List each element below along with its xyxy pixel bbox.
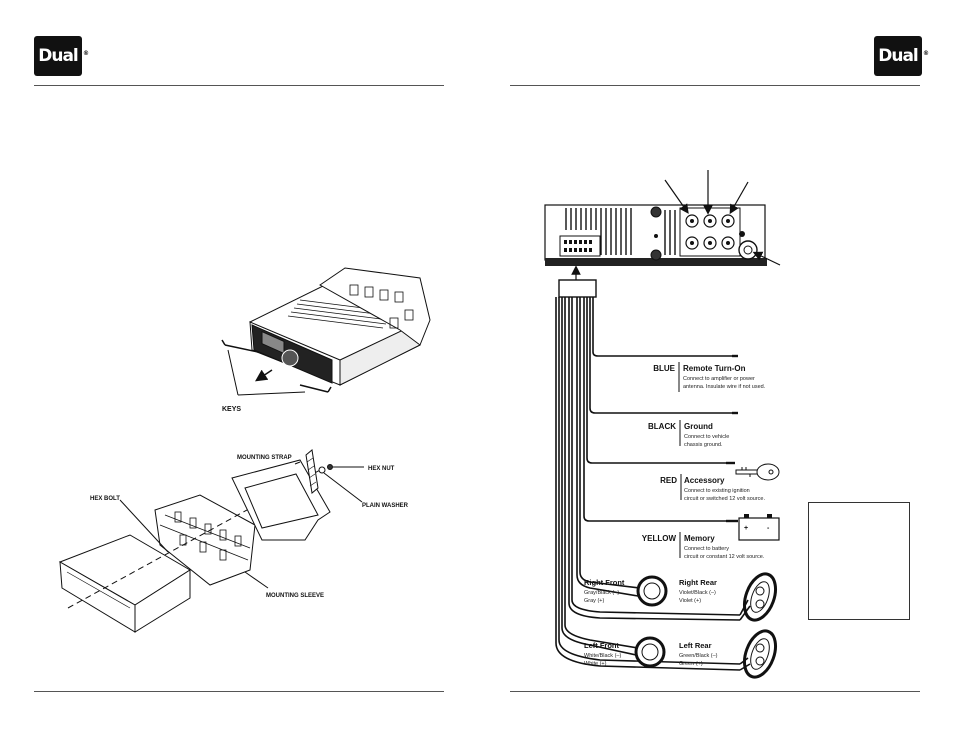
plain-washer-label: PLAIN WASHER [362, 503, 409, 509]
mounting-strap-label: MOUNTING STRAP [237, 455, 292, 461]
battery-minus: - [767, 525, 770, 532]
brand-logo-left: Dual ® [34, 36, 89, 76]
speaker-title: Left Front [584, 641, 619, 650]
speaker-right-rear-icon [742, 572, 778, 622]
wire-label-blue: BLUE Remote Turn-On Connect to amplifier… [653, 362, 766, 392]
header-rule-right [510, 85, 920, 86]
note-box [808, 502, 910, 620]
speaker-label-right-front: Right Front Gray/Black (–) Gray (+) [584, 578, 625, 604]
hex-bolt-label: HEX BOLT [90, 496, 120, 502]
speaker-title: Right Front [584, 578, 625, 587]
speaker-left-front-icon [634, 636, 666, 668]
wire-label-black: BLACK Ground Connect to vehicle chassis … [648, 420, 729, 448]
wire-desc-line2: circuit or switched 12 volt source. [684, 496, 765, 502]
wire-desc-line2: chassis ground. [684, 442, 723, 448]
wire-color-label: RED [660, 476, 677, 485]
wire-desc-line1: Connect to amplifier or power [683, 376, 755, 382]
speaker-wire-neg: Gray/Black (–) [584, 590, 619, 596]
speaker-wire-neg: Green/Black (–) [679, 653, 718, 659]
wire-desc-line1: Connect to battery [684, 546, 729, 552]
radio-rear-panel [544, 204, 767, 266]
mounting-sleeve-label: MOUNTING SLEEVE [266, 593, 324, 599]
mounting-illustration [58, 449, 364, 633]
harness-connector [558, 279, 597, 298]
speaker-label-left-rear: Left Rear Green/Black (–) Green (+) [679, 641, 718, 667]
header-rule-left [34, 85, 444, 86]
wire-desc-line1: Connect to existing ignition [684, 488, 750, 494]
speaker-wire-pos: White (+) [584, 661, 607, 667]
speaker-label-left-front: Left Front White/Black (–) White (+) [584, 641, 621, 667]
harness-wires [555, 297, 741, 671]
footer-rule-left [34, 691, 444, 692]
wire-label-red: RED Accessory Connect to existing igniti… [660, 474, 765, 502]
wire-desc-line2: antenna. Insulate wire if not used. [683, 384, 766, 390]
speaker-left-rear-icon [742, 629, 778, 679]
wire-title: Remote Turn-On [683, 364, 746, 373]
wire-title: Ground [684, 422, 713, 431]
wire-title: Accessory [684, 476, 725, 485]
wire-color-label: BLACK [648, 422, 676, 431]
footer-rule-right [510, 691, 920, 692]
hex-nut-label: HEX NUT [368, 466, 395, 472]
speaker-wire-pos: Green (+) [679, 661, 703, 667]
wire-label-yellow: YELLOW Memory Connect to battery circuit… [642, 532, 765, 560]
radio-removal-illustration [221, 267, 431, 396]
speaker-wire-pos: Violet (+) [679, 598, 701, 604]
speaker-wire-neg: Violet/Black (–) [679, 590, 716, 596]
speaker-wire-neg: White/Black (–) [584, 653, 621, 659]
registered-mark: ® [923, 50, 929, 57]
speaker-title: Left Rear [679, 641, 712, 650]
wire-color-label: YELLOW [642, 534, 677, 543]
brand-logo-right: Dual ® [874, 36, 929, 76]
brand-logo-text: Dual [878, 46, 919, 66]
keys-label: KEYS [222, 406, 241, 413]
wire-color-label: BLUE [653, 364, 675, 373]
brand-logo-text: Dual [38, 46, 79, 66]
wire-tips [726, 354, 738, 523]
wire-desc-line2: circuit or constant 12 volt source. [684, 554, 765, 560]
speaker-wire-pos: Gray (+) [584, 598, 604, 604]
speaker-right-front-icon [636, 575, 668, 607]
wire-title: Memory [684, 534, 715, 543]
ignition-key-icon [735, 463, 780, 481]
battery-plus: + [744, 525, 748, 532]
battery-icon: + - [738, 514, 780, 541]
registered-mark: ® [83, 50, 89, 57]
speaker-label-right-rear: Right Rear Violet/Black (–) Violet (+) [679, 578, 717, 604]
speaker-title: Right Rear [679, 578, 717, 587]
wire-desc-line1: Connect to vehicle [684, 434, 729, 440]
